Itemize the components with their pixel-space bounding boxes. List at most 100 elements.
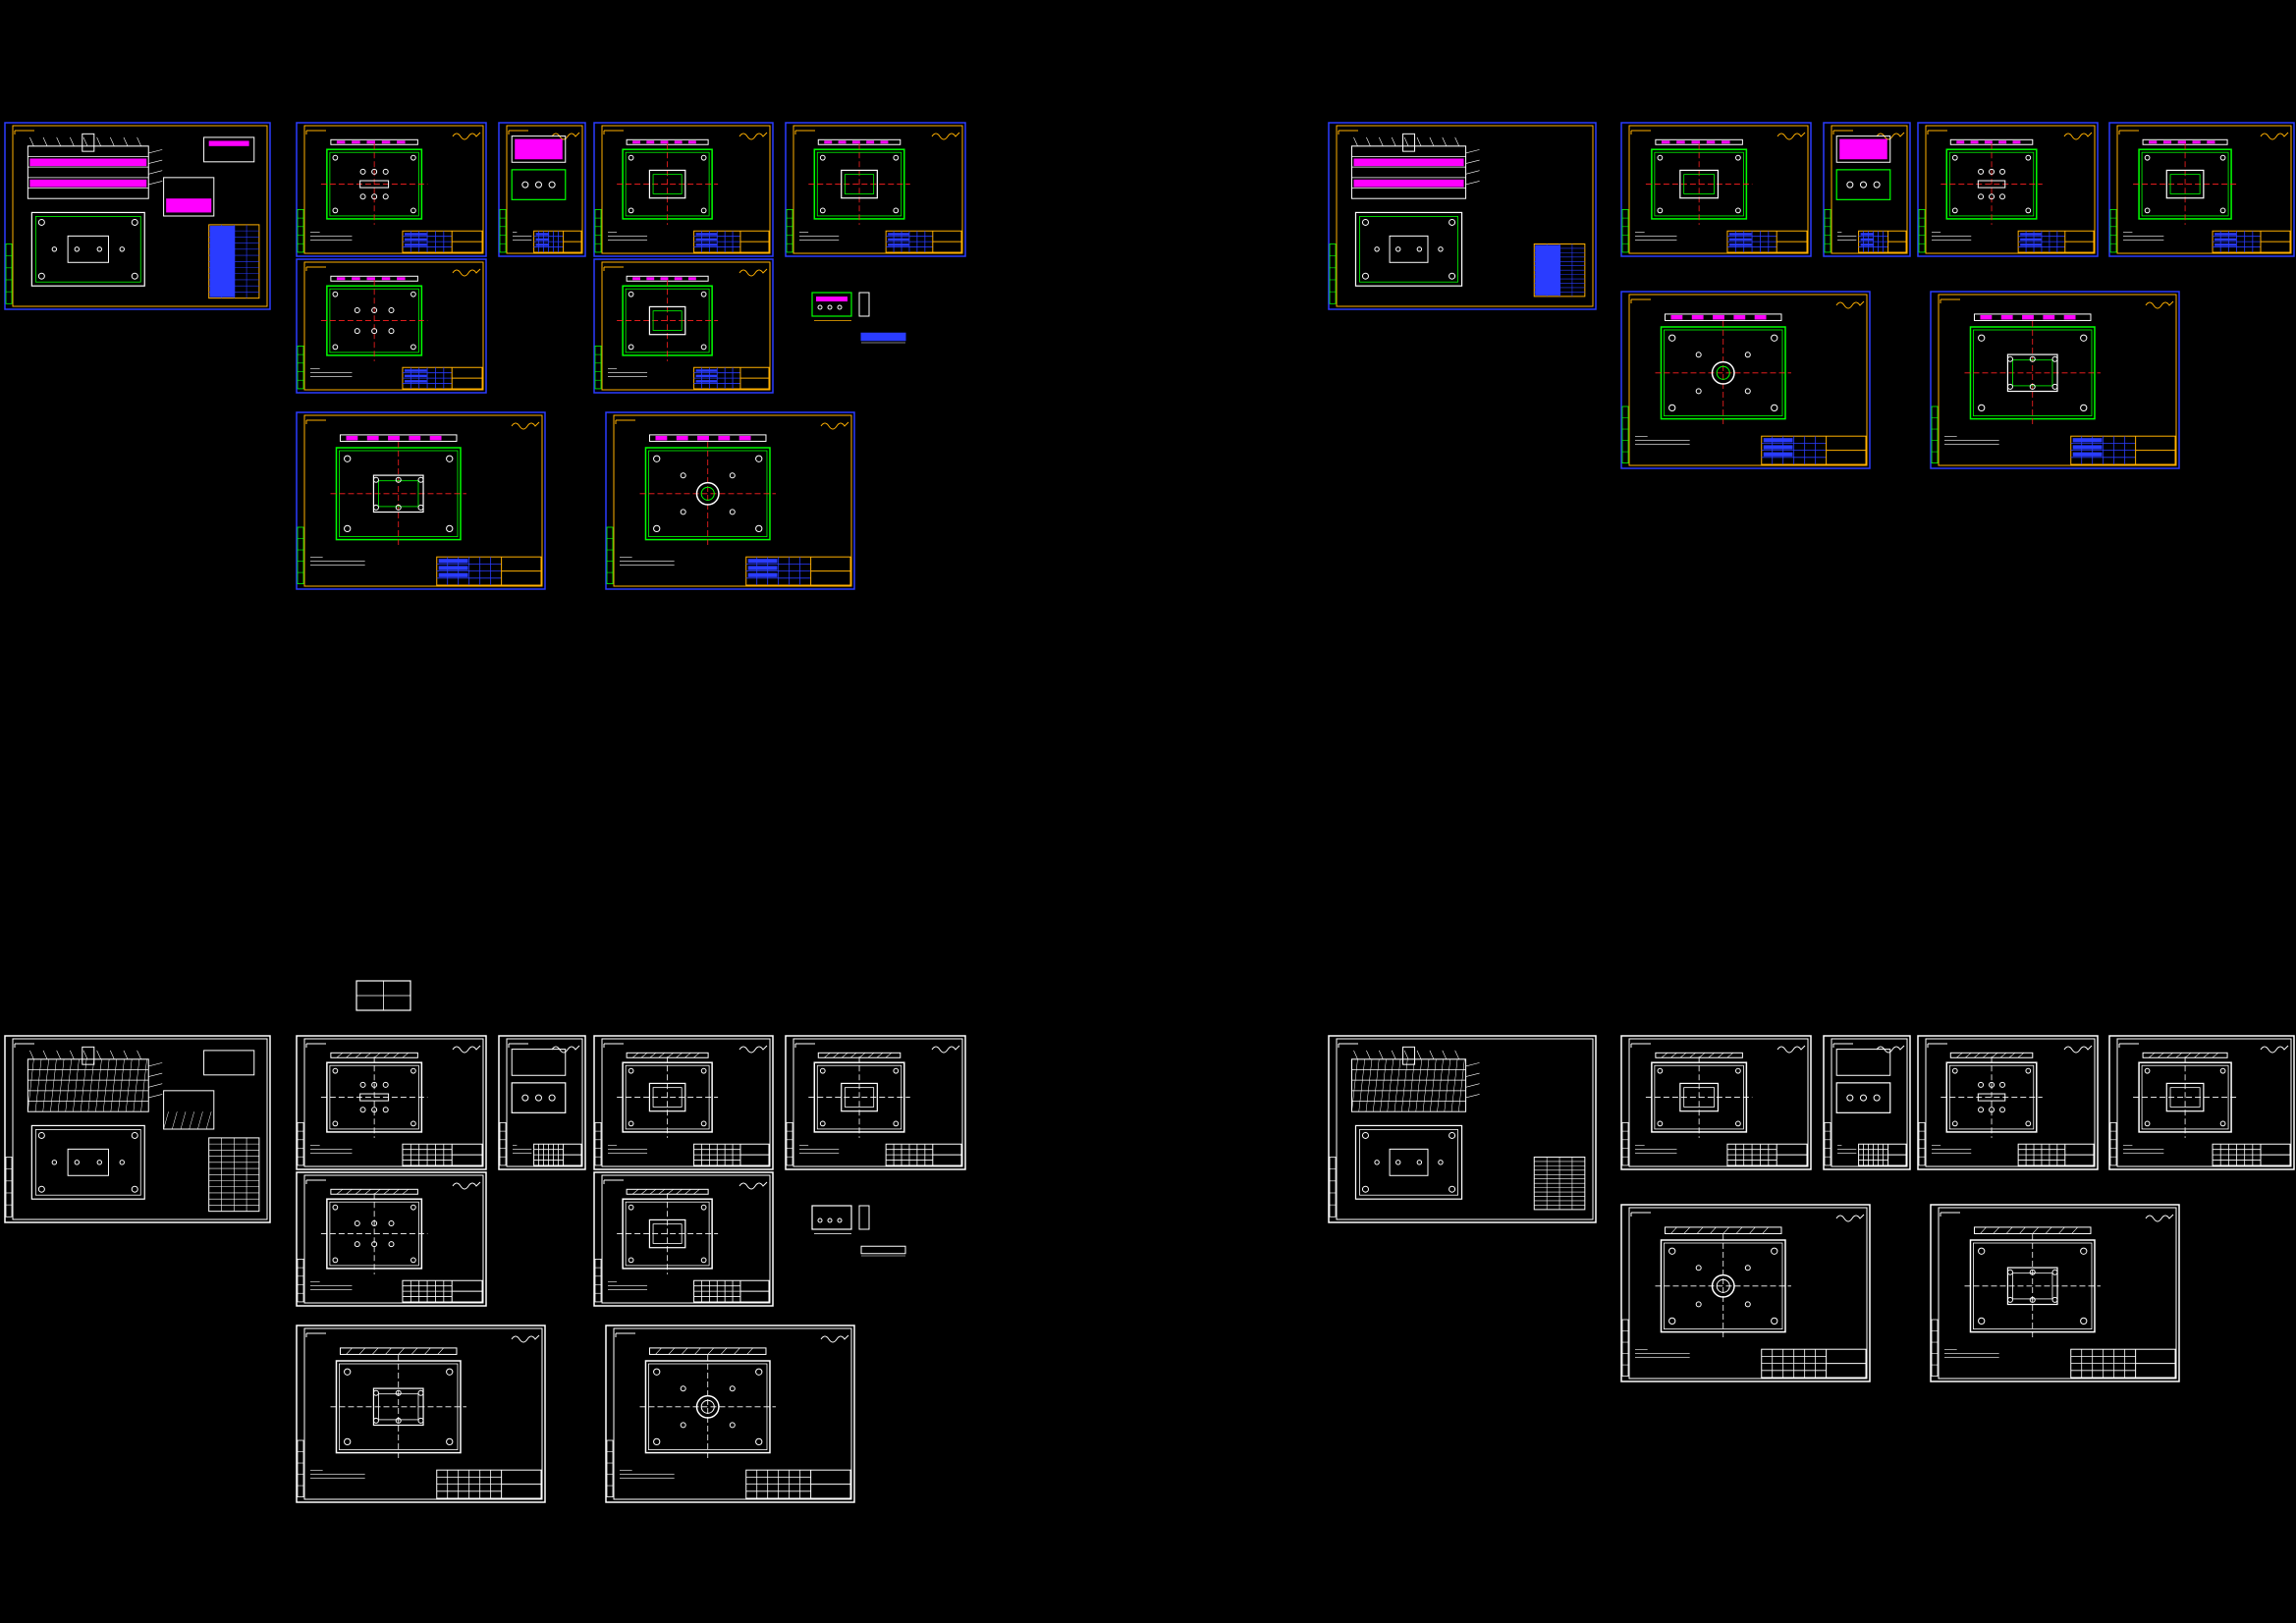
corner-hole xyxy=(332,207,339,214)
section-hatch xyxy=(746,1347,753,1355)
title-block-fill xyxy=(2020,238,2042,242)
drawing-sheet[interactable] xyxy=(1620,122,1812,257)
loose-detail[interactable] xyxy=(811,292,906,344)
company-logo xyxy=(820,1334,849,1343)
part-top-view xyxy=(511,135,567,163)
plate-view xyxy=(2133,138,2238,225)
plate-view xyxy=(330,1347,466,1459)
corner-hole xyxy=(344,455,352,462)
sheet-border xyxy=(296,1325,546,1503)
drawing-sheet[interactable] xyxy=(296,258,487,394)
drawing-sheet[interactable] xyxy=(498,1035,586,1170)
drawing-sheet[interactable] xyxy=(1823,1035,1911,1170)
drawing-sheet[interactable] xyxy=(1328,122,1597,310)
drawing-sheet[interactable] xyxy=(1620,1035,1812,1170)
corner-hole xyxy=(2144,1120,2151,1127)
cavity-inner xyxy=(378,480,419,508)
drawing-sheet[interactable] xyxy=(593,1171,774,1307)
title-block-fill xyxy=(2214,238,2237,242)
section-hatch xyxy=(687,140,696,144)
drawing-sheet[interactable] xyxy=(498,122,586,257)
drawing-sheet[interactable] xyxy=(605,411,855,590)
drawing-sheet[interactable] xyxy=(593,122,774,257)
ejector-pin xyxy=(1416,1160,1423,1165)
sprue xyxy=(1402,1046,1416,1065)
cavity-pocket xyxy=(648,1218,686,1249)
drawing-sheet[interactable] xyxy=(785,1035,966,1170)
screw-hole xyxy=(1744,352,1751,358)
drawing-sheet[interactable] xyxy=(593,258,774,394)
drawing-sheet[interactable] xyxy=(605,1325,855,1503)
revision-strip xyxy=(297,526,304,584)
section-hatch xyxy=(649,1189,657,1195)
drawing-sheet[interactable] xyxy=(1620,1204,1871,1382)
section-hatch xyxy=(1984,140,1993,144)
section-hatch xyxy=(336,140,346,144)
corner-hole xyxy=(700,344,707,351)
sprue-bushing xyxy=(1711,360,1735,385)
sheet-inner-border xyxy=(303,125,484,254)
title-block-fill xyxy=(695,243,717,246)
pin-hole xyxy=(1978,193,1985,200)
drawing-sheet[interactable] xyxy=(296,411,546,590)
screw-hole xyxy=(1695,1301,1702,1308)
ejector-pin xyxy=(1374,1160,1380,1165)
assembly-view xyxy=(1350,133,1586,298)
drawing-sheet[interactable] xyxy=(1930,291,2180,469)
drawing-sheet[interactable] xyxy=(1328,1035,1597,1223)
section-hatch xyxy=(674,277,683,281)
section-hatch xyxy=(437,1347,444,1355)
section-hatch xyxy=(1726,1053,1734,1058)
detail-fill xyxy=(208,140,249,146)
drawing-sheet[interactable] xyxy=(1930,1204,2180,1382)
section-hatch xyxy=(366,140,375,144)
leader-line xyxy=(137,136,141,146)
loose-detail[interactable] xyxy=(811,1205,906,1257)
screw-hole xyxy=(680,1385,686,1392)
sheet-border xyxy=(1930,291,2180,469)
drawing-sheet[interactable] xyxy=(296,1325,546,1503)
section-hatch xyxy=(429,435,442,441)
section-hatch xyxy=(27,1058,34,1112)
drawing-sheet[interactable] xyxy=(4,1035,271,1223)
drawing-sheet[interactable] xyxy=(1823,122,1911,257)
part-hole xyxy=(521,1094,529,1102)
drawing-sheet[interactable] xyxy=(296,122,487,257)
section-hatch xyxy=(738,435,751,441)
revision-strip-frame xyxy=(5,243,13,304)
leader-line xyxy=(1465,170,1480,175)
drawing-sheet[interactable] xyxy=(2108,122,2295,257)
leader-line xyxy=(29,136,34,146)
drawing-sheet[interactable] xyxy=(1620,291,1871,469)
cavity-pocket xyxy=(1679,169,1720,199)
part-hole xyxy=(1859,181,1867,189)
corner-hole xyxy=(628,1120,634,1127)
leader-line xyxy=(1429,136,1435,146)
corner-hole xyxy=(653,1368,661,1376)
detail-hole xyxy=(837,304,843,310)
drawing-sheet[interactable] xyxy=(296,1035,487,1170)
ejector-pin xyxy=(1374,246,1380,252)
plate-view xyxy=(1645,138,1753,225)
title-block-fill xyxy=(2214,233,2237,236)
guide-pin xyxy=(1449,272,1456,280)
leader-line xyxy=(1465,159,1480,164)
section-hatch xyxy=(1708,1053,1715,1058)
revision-strip-frame xyxy=(1329,243,1337,304)
drawing-sheet[interactable] xyxy=(785,122,966,257)
loose-detail[interactable] xyxy=(355,980,411,1011)
drawing-sheet[interactable] xyxy=(1917,122,2099,257)
screw-hole xyxy=(1744,388,1751,395)
drawing-sheet[interactable] xyxy=(296,1171,487,1307)
drawing-sheet[interactable] xyxy=(4,122,271,310)
guide-pin xyxy=(1361,1185,1369,1193)
part-hole xyxy=(548,181,556,189)
section-hatch xyxy=(1749,1226,1756,1234)
revision-strip-frame xyxy=(1824,208,1831,253)
sheet-border xyxy=(296,122,487,257)
drawing-sheet[interactable] xyxy=(1917,1035,2099,1170)
section-hatch xyxy=(385,1347,392,1355)
drawing-sheet[interactable] xyxy=(2108,1035,2295,1170)
drawing-sheet[interactable] xyxy=(593,1035,774,1170)
revision-strip xyxy=(1824,1122,1831,1166)
